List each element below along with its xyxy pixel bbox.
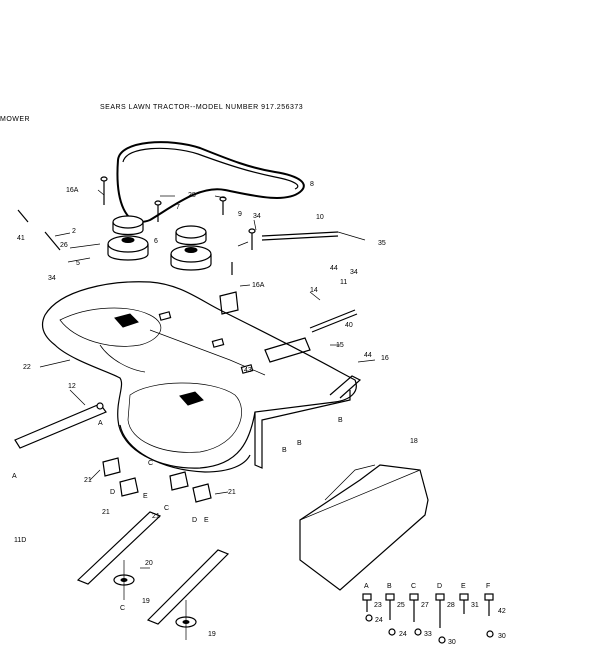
callout: D [110,489,115,496]
callout: 15 [336,342,344,349]
callout: 21 [152,513,160,520]
callout: C [164,505,169,512]
discharge-chute [299,464,429,591]
callout: A [98,420,103,427]
callout: 20 [145,560,153,567]
callout: 16A [252,282,265,289]
hw-letter: F [486,583,490,590]
callout: 34 [253,213,261,220]
callout: 7 [176,204,180,211]
section-label: MOWER [0,116,31,123]
diagram-title: SEARS LAWN TRACTOR--MODEL NUMBER 917.256… [100,104,304,111]
right-spindle-pulley [170,225,212,271]
callout: 40 [345,322,353,329]
hw-washer: 33 [424,631,432,638]
callout: 2 [72,228,76,235]
hw-washer: 24 [375,617,383,624]
hw-part: 28 [447,602,455,609]
callout: 16 [381,355,389,362]
callout: B [282,447,287,454]
callout: 35 [378,240,386,247]
callout: 21 [84,477,92,484]
callout: 34 [48,275,56,282]
callout: 8 [310,181,314,188]
mower-blades [76,511,230,625]
hw-letter: A [364,583,369,590]
callout: C [120,605,125,612]
callout: 41 [17,235,25,242]
callout: B [297,440,302,447]
hw-washer: 24 [399,631,407,638]
callout: 19 [142,598,150,605]
callout: 43 [244,367,252,374]
callout: 44 [364,352,372,359]
hw-part: 42 [498,608,506,615]
hw-part: 31 [471,602,479,609]
hardware-labels: A 23 24 B 25 24 C 27 33 D 28 30 E 31 F 4… [364,583,506,646]
hw-part: 23 [374,602,382,609]
hw-part: 25 [397,602,405,609]
mower-deck [41,281,357,469]
callout: A [12,473,17,480]
part-callouts: 8 16A 28 7 9 34 10 41 2 26 6 5 35 34 16A… [12,181,418,638]
callout: D [192,517,197,524]
hw-letter: E [461,583,466,590]
callout: 22 [23,364,31,371]
callout: B [338,417,343,424]
callout: 10 [316,214,324,221]
drive-belt [116,141,305,223]
callout: 5 [76,260,80,267]
hw-part: 27 [421,602,429,609]
adjusting-rod [309,309,356,329]
callout: 14 [310,287,318,294]
page-mark: 11D [14,537,26,544]
callout: 6 [154,238,158,245]
hw-letter: D [437,583,442,590]
callout: 21 [102,509,110,516]
deck-link-arm [14,403,107,449]
callout: 18 [410,438,418,445]
callout: 9 [238,211,242,218]
callout: 16A [66,187,79,194]
hw-letter: B [387,583,392,590]
callout: 11 [340,279,347,286]
callout: 34 [350,269,358,276]
callout: 26 [60,242,68,249]
blade-adapter-brackets [102,457,212,503]
hw-washer: 30 [498,633,506,640]
callout: 12 [68,383,76,390]
hardware-row [362,593,494,644]
callout: C [148,460,153,467]
callout: 21 [228,489,236,496]
left-spindle-pulley [107,215,149,261]
hw-letter: C [411,583,416,590]
callout: 19 [208,631,216,638]
callout: E [143,493,148,500]
callout: 28 [188,192,196,199]
hw-washer: 30 [448,639,456,646]
callout: 44 [330,265,338,272]
callout: E [204,517,209,524]
